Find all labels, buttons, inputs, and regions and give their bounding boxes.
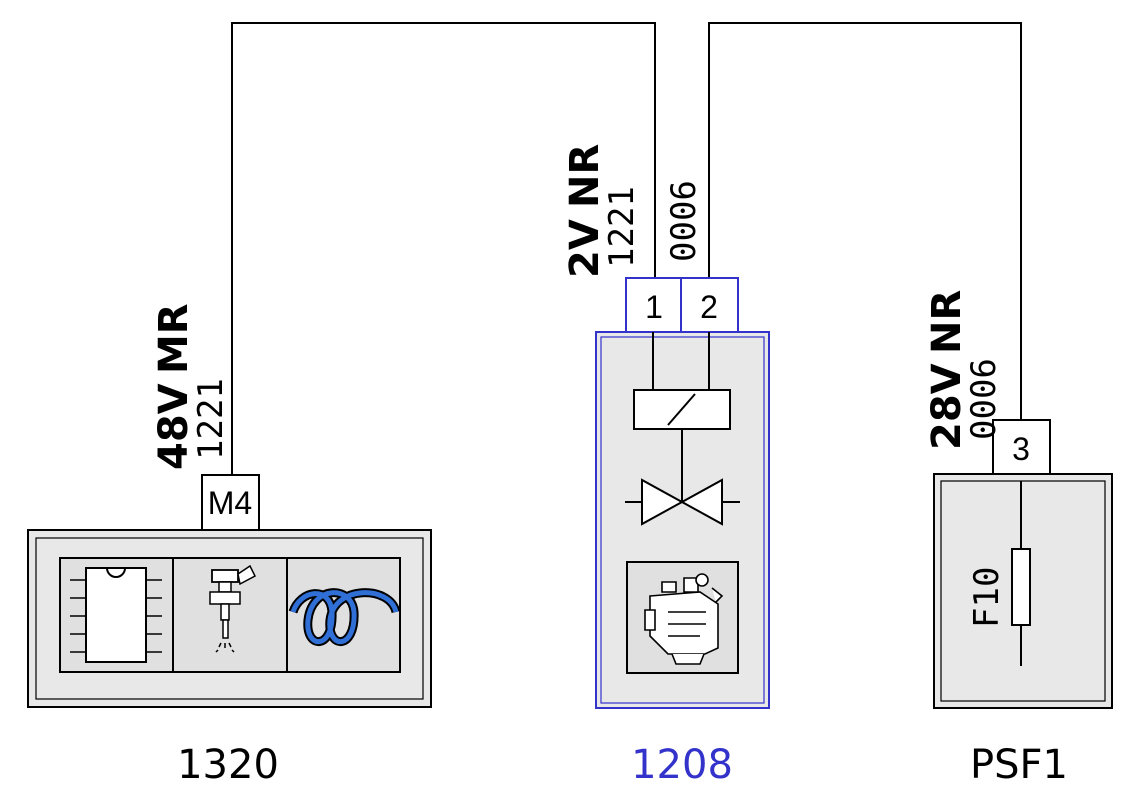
ecu-id: 1320 (177, 742, 279, 788)
fusebox-wire-label: 28V NR 0006 (924, 290, 1004, 450)
pump-wire-number-right: 0006 (664, 180, 704, 262)
pump-pin-2: 2 (700, 289, 718, 325)
ecu-connector (201, 474, 260, 531)
injector-icon (209, 564, 256, 653)
fusebox-wire-color: NR (924, 290, 970, 354)
coil-icon (288, 588, 401, 646)
ecu-wire-color: MR (151, 303, 197, 374)
pump-wire-label-left: 2V NR 1221 (562, 144, 642, 278)
pump-wire-voltage: 2V (562, 219, 608, 278)
pump-wire-label-right: 0006 (664, 180, 704, 262)
fusebox-wire-voltage: 28V (924, 363, 970, 450)
pump-drawing (644, 573, 724, 665)
ecu-wire-voltage: 48V (151, 383, 197, 470)
pump-wire-number-left: 1221 (602, 186, 642, 268)
wire-1221 (231, 22, 656, 475)
chip-icon (70, 567, 162, 663)
fuse-label: F10 (967, 567, 1007, 628)
wire-0006 (708, 22, 1022, 420)
pump-component: 1 2 2V NR (562, 144, 770, 788)
fusebox-wire-number: 0006 (964, 358, 1004, 440)
pump-pin-1: 1 (645, 289, 663, 325)
fusebox-id: PSF1 (970, 742, 1068, 788)
fusebox-pin: 3 (1012, 431, 1030, 467)
ecu-connector-pin: M4 (208, 485, 252, 521)
fuse-icon (1011, 481, 1031, 666)
ecu-wire-number: 1221 (191, 378, 231, 460)
fusebox-component: 3 F10 28V NR 0006 PSF1 (924, 290, 1113, 788)
ecu-inner-frame (35, 537, 424, 700)
pump-wire-color: NR (562, 144, 608, 208)
pump-pin-2-box (680, 277, 739, 333)
ecu-component: M4 (27, 303, 432, 788)
solenoid-valve-icon (625, 332, 740, 526)
wires (231, 22, 1022, 475)
fusebox-pin-box (992, 419, 1051, 475)
pump-id: 1208 (631, 742, 733, 788)
ecu-wire-label: 48V MR 1221 (151, 303, 231, 470)
